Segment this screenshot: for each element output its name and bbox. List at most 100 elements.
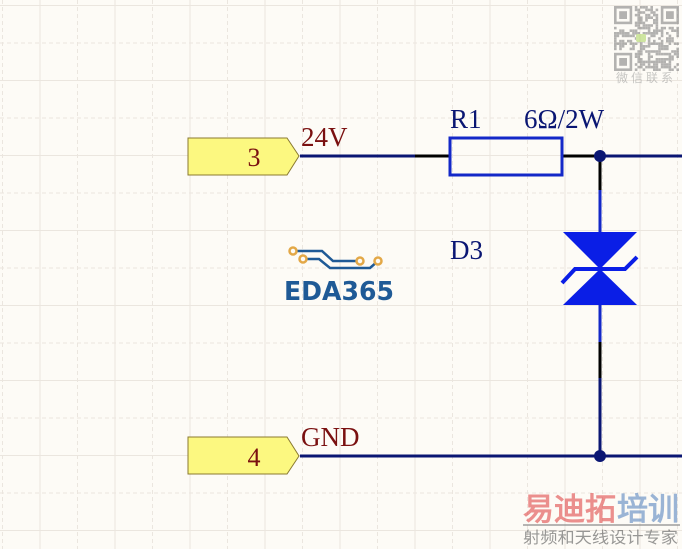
qr-module: [624, 42, 627, 45]
qr-module: [668, 37, 672, 40]
qr-module: [655, 19, 659, 22]
qr-module: [676, 52, 679, 56]
qr-module: [634, 24, 638, 27]
qr-module: [640, 58, 643, 61]
qr-module: [614, 37, 617, 40]
qr-module: [640, 11, 643, 14]
qr-module: [658, 45, 661, 48]
qr-module: [676, 29, 679, 32]
qr-module: [642, 60, 646, 64]
port-4[interactable]: 4: [187, 436, 300, 475]
qr-module: [655, 65, 659, 69]
wires: [300, 150, 682, 462]
diode-upper-triangle: [563, 232, 637, 269]
qr-module: [653, 34, 656, 38]
qr-module: [637, 60, 640, 64]
eda365-logo: EDA365: [284, 246, 394, 307]
qr-module: [650, 32, 653, 35]
net-label-24v: 24V: [301, 122, 348, 152]
logo-trace-1: [293, 249, 360, 263]
qr-module: [663, 58, 666, 61]
qr-module: [647, 52, 651, 56]
qr-module: [640, 42, 643, 45]
qr-module: [629, 42, 633, 45]
tvs-diode-d3[interactable]: [560, 232, 639, 305]
junction-top: [594, 150, 606, 162]
qr-module: [666, 58, 669, 61]
qr-module: [647, 58, 651, 61]
junction-bottom: [594, 450, 606, 462]
qr-module: [658, 60, 661, 64]
qr-module: [645, 13, 648, 17]
qr-module: [632, 47, 635, 51]
qr-module: [640, 52, 643, 56]
qr-module: [627, 39, 630, 43]
qr-module: [655, 52, 659, 56]
logo-pad-2: [298, 254, 308, 264]
qr-center-logo: [636, 34, 646, 42]
diode-lower-triangle: [563, 269, 637, 305]
qr-module: [645, 16, 648, 19]
qr-module: [642, 45, 646, 48]
qr-module: [645, 32, 648, 35]
qr-module: [650, 16, 653, 19]
qr-module: [668, 58, 672, 61]
port-3[interactable]: 3: [187, 137, 300, 176]
logo-trace-2: [303, 257, 379, 270]
qr-module: [614, 45, 617, 48]
qr-module: [655, 13, 659, 17]
qr-module: [616, 32, 620, 35]
qr-module: [645, 24, 648, 27]
qr-module: [671, 55, 674, 58]
logo-text: EDA365: [284, 277, 394, 307]
qr-module: [660, 29, 664, 32]
qr-module: [668, 65, 672, 69]
qr-module: [619, 32, 622, 35]
qr-module: [640, 60, 643, 64]
qr-module: [632, 34, 635, 38]
resistor-r1[interactable]: [448, 136, 564, 177]
qr-module: [647, 50, 651, 53]
qr-module: [660, 52, 664, 56]
qr-module: [634, 68, 638, 71]
qr-module: [637, 24, 640, 27]
qr-module: [660, 34, 664, 38]
qr-module: [653, 63, 656, 66]
qr-module: [619, 29, 622, 32]
qr-module: [627, 34, 630, 38]
qr-module: [616, 34, 620, 38]
qr-module: [671, 58, 674, 61]
qr-module: [640, 16, 643, 19]
qr-module: [658, 47, 661, 51]
qr-module: [650, 60, 653, 64]
qr-module: [629, 34, 633, 38]
qr-module: [647, 13, 651, 17]
net-label-gnd: GND: [301, 422, 360, 452]
qr-module: [614, 39, 617, 43]
qr-module: [668, 39, 672, 43]
qr-module: [676, 26, 679, 30]
qr-module: [655, 24, 659, 27]
qr-module: [632, 29, 635, 32]
qr-module: [647, 16, 651, 19]
qr-module: [629, 39, 633, 43]
qr-module: [637, 16, 640, 19]
qr-module: [621, 32, 625, 35]
qr-module: [673, 29, 677, 32]
qr-module: [668, 26, 672, 30]
qr-module: [666, 47, 669, 51]
qr-module: [655, 32, 659, 35]
qr-module: [640, 50, 643, 53]
qr-module: [637, 21, 640, 25]
qr-module: [619, 39, 622, 43]
qr-module: [660, 60, 664, 64]
qr-module: [624, 32, 627, 35]
qr-finder: [619, 11, 627, 19]
qr-module: [666, 52, 669, 56]
d3-designator: D3: [450, 235, 483, 265]
qr-module: [621, 29, 625, 32]
r1-designator: R1: [450, 104, 482, 134]
qr-module: [634, 32, 638, 35]
qr-module: [634, 29, 638, 32]
